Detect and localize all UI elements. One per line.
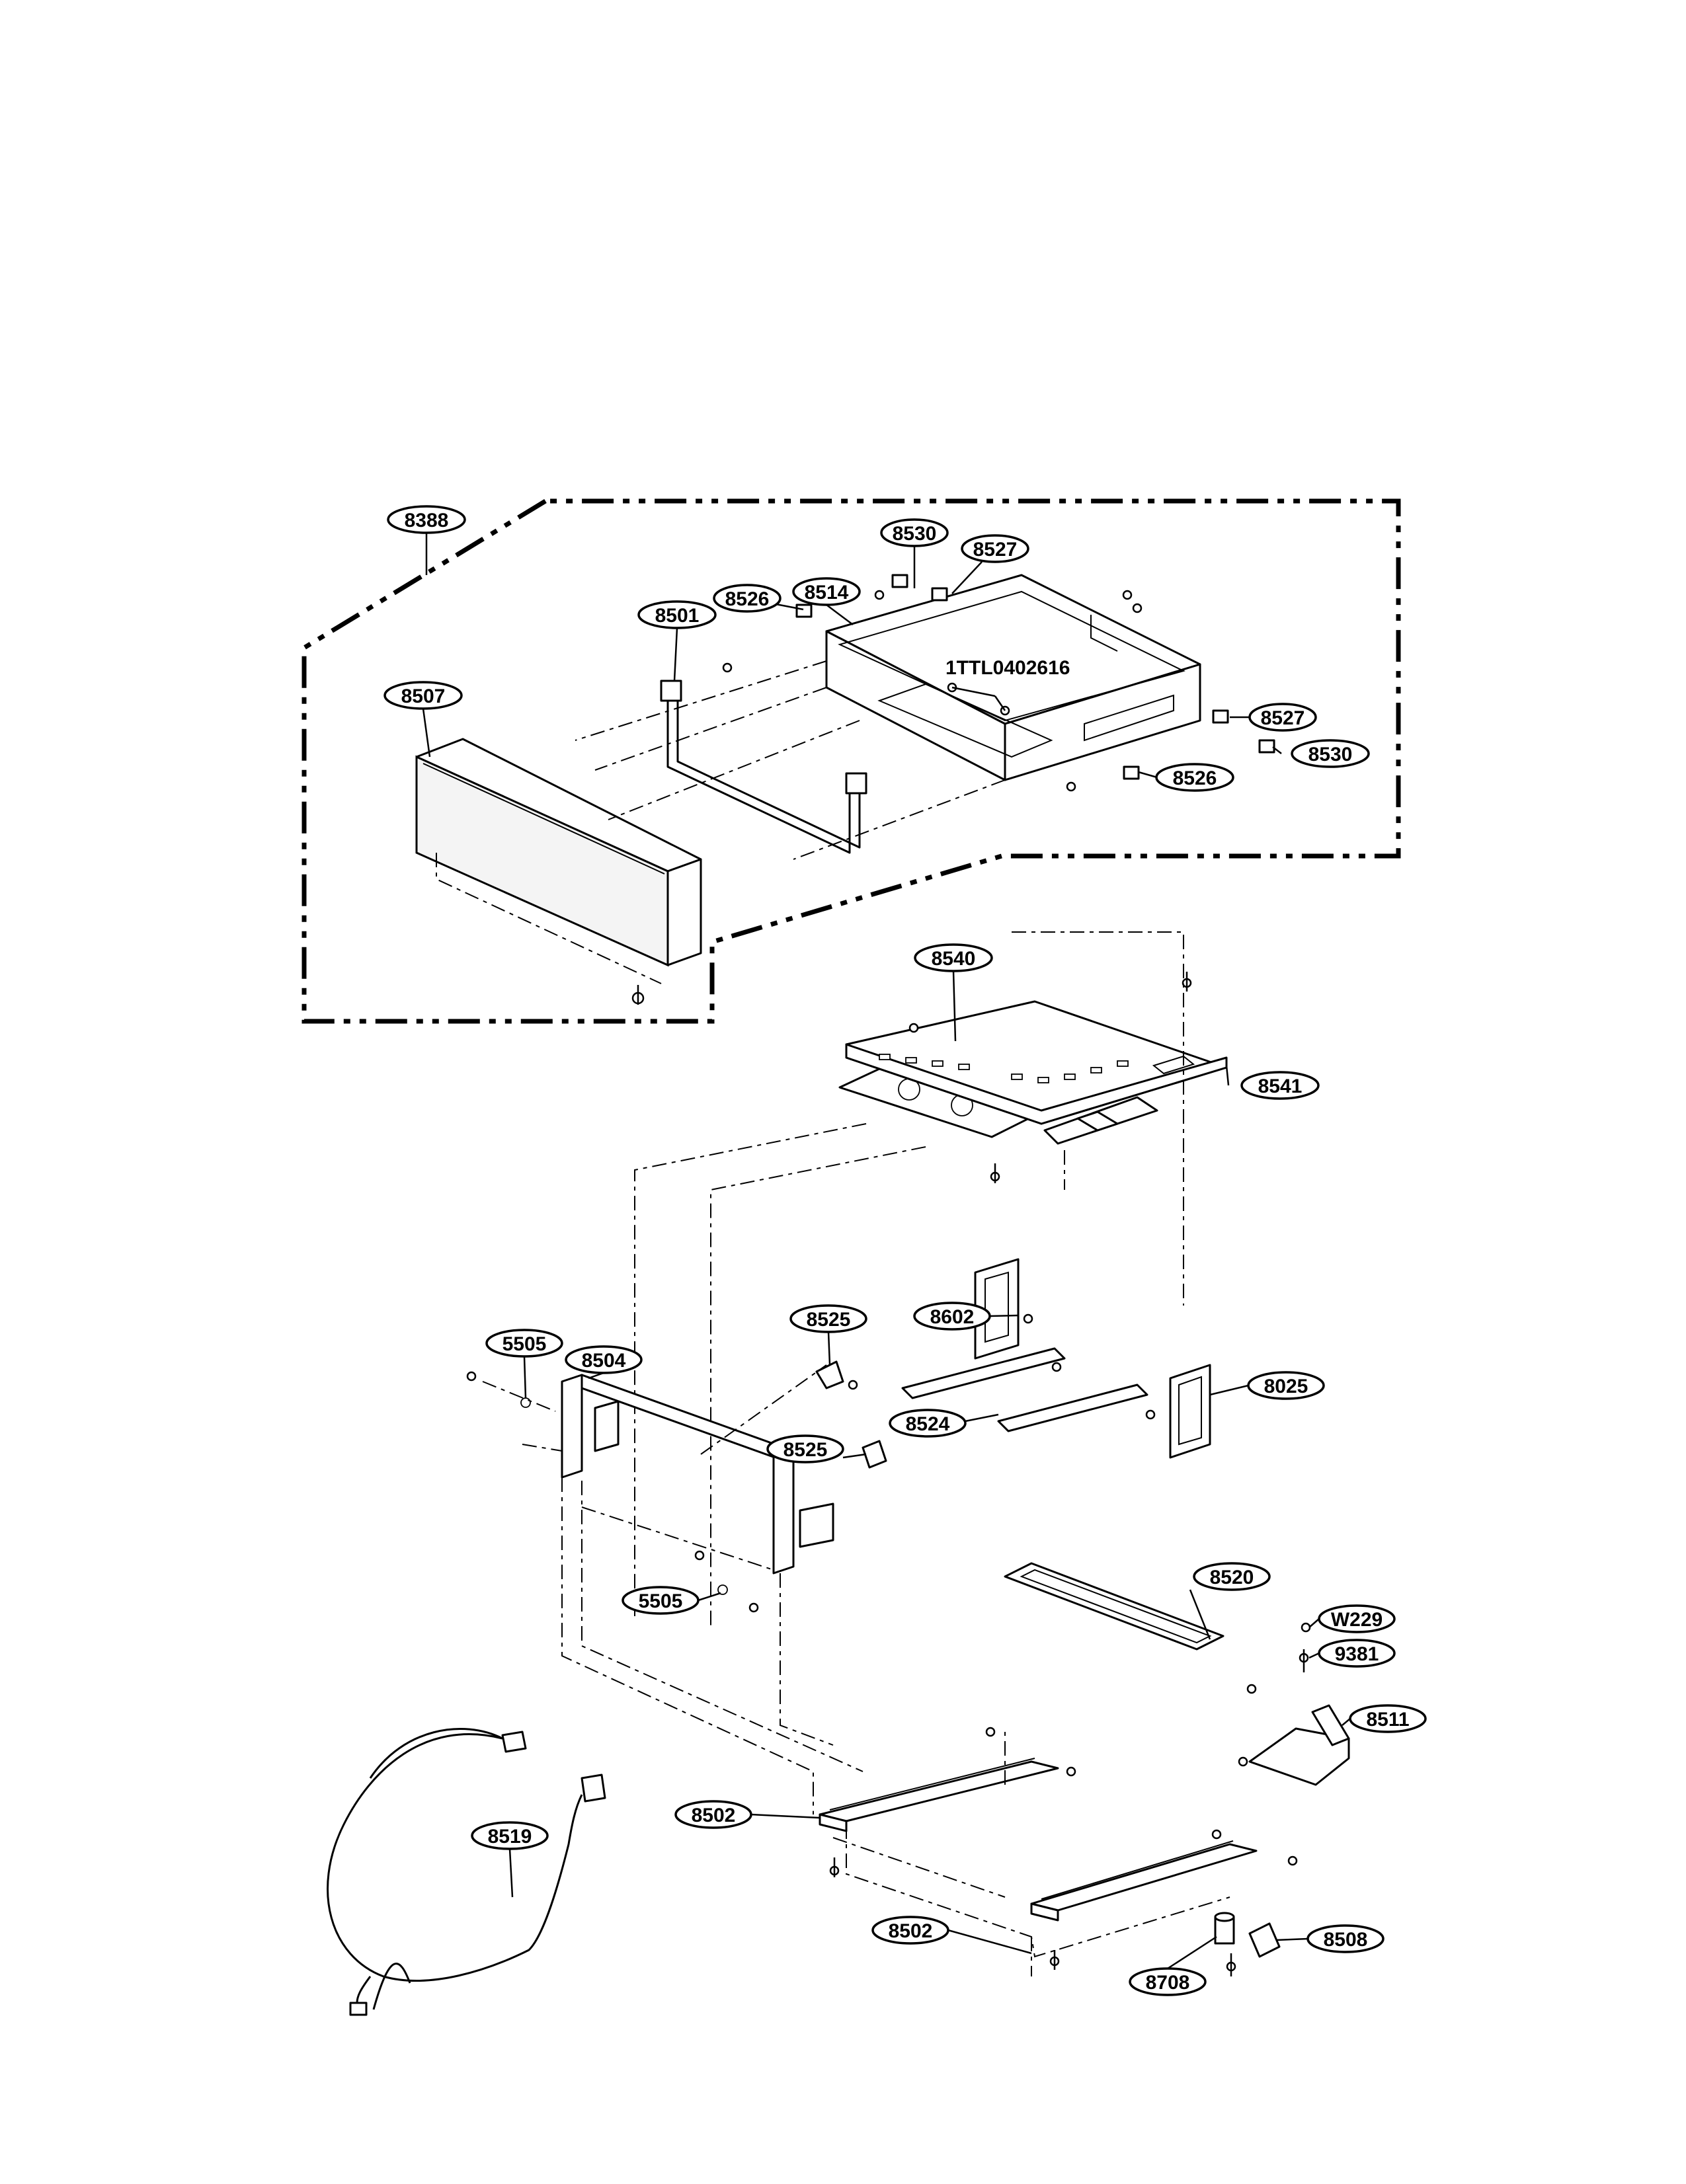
side-bracket	[901, 1347, 1148, 1432]
callout-9381: 9381	[1318, 1639, 1396, 1668]
callout-text: 8520	[1210, 1567, 1254, 1588]
callout-text: 5505	[639, 1590, 683, 1612]
lower-dash-lines	[561, 1477, 1230, 1976]
callout-8602: 8602	[913, 1302, 991, 1331]
callout-8530-top: 8530	[880, 518, 949, 547]
drawer-bracket-frame	[660, 680, 867, 854]
callout-text: 8530	[893, 523, 937, 545]
leveling-leg	[1214, 1912, 1281, 1976]
callout-8511: 8511	[1349, 1704, 1427, 1733]
callout-text: 8602	[930, 1306, 975, 1328]
wire-harness	[327, 1728, 606, 2016]
callout-8507: 8507	[383, 681, 463, 710]
callout-8527-top: 8527	[961, 534, 1029, 563]
rear-bracket-right	[1169, 1364, 1211, 1459]
drawer-tub	[575, 574, 1201, 860]
callout-8526-bottom: 8526	[1155, 763, 1234, 792]
callout-8525-bottom: 8525	[766, 1434, 844, 1463]
callout-8520: 8520	[1193, 1562, 1271, 1591]
corner-bracket	[1238, 1622, 1350, 1786]
front-frame	[522, 1374, 834, 1575]
callout-8708: 8708	[1129, 1967, 1207, 1996]
callout-8525-top: 8525	[789, 1304, 867, 1333]
slide-rail-rear	[1030, 1829, 1298, 1970]
callout-W229: W229	[1318, 1604, 1396, 1633]
callout-8524: 8524	[889, 1409, 967, 1438]
callout-8514: 8514	[792, 577, 861, 606]
callout-8502-bottom: 8502	[871, 1916, 949, 1945]
drawer-front-panel	[415, 738, 702, 984]
callout-text: 8514	[805, 582, 849, 604]
callout-8504: 8504	[565, 1345, 643, 1374]
callout-8526-top: 8526	[713, 584, 782, 613]
clip-brackets	[815, 1360, 887, 1469]
callout-text: 8525	[807, 1309, 851, 1331]
callout-8501: 8501	[637, 600, 717, 629]
callout-text: 8708	[1146, 1972, 1190, 1994]
leader-lines	[422, 533, 1351, 1970]
rear-channel	[1004, 1562, 1224, 1651]
callout-text: 8025	[1264, 1376, 1308, 1397]
callout-text: 9381	[1335, 1643, 1379, 1665]
callout-text: 8541	[1258, 1075, 1303, 1097]
callout-text: 8526	[725, 588, 770, 610]
callout-text: 8507	[401, 685, 446, 707]
callout-text: W229	[1331, 1609, 1383, 1631]
slide-rail-front	[819, 1727, 1076, 1877]
callout-8541: 8541	[1240, 1071, 1320, 1100]
callout-text: 8508	[1324, 1929, 1368, 1951]
drawer-fasteners	[631, 574, 1275, 1005]
callout-text: 8519	[488, 1826, 532, 1848]
callout-8508: 8508	[1306, 1924, 1385, 1953]
callout-8540: 8540	[914, 943, 993, 972]
callout-text: 8530	[1308, 744, 1353, 765]
callout-text: 8504	[582, 1350, 626, 1372]
callout-text: 8527	[1261, 707, 1305, 729]
callout-text: 8540	[932, 948, 976, 970]
callout-text: 5505	[502, 1333, 547, 1355]
callout-8527-right: 8527	[1248, 703, 1317, 732]
callout-8025: 8025	[1247, 1371, 1325, 1400]
middle-fasteners	[466, 1313, 1156, 1613]
rear-bracket-left	[974, 1258, 1020, 1360]
callout-text: 8525	[783, 1439, 828, 1461]
callout-text: 8511	[1366, 1709, 1409, 1731]
callout-text: 8527	[973, 539, 1018, 561]
callout-8502-left: 8502	[674, 1800, 752, 1829]
callout-text: 8526	[1173, 767, 1217, 789]
callout-text: 8524	[906, 1413, 950, 1435]
callout-8388: 8388	[387, 505, 466, 534]
callout-text: 8388	[405, 510, 449, 531]
callout-text: 8501	[655, 605, 700, 627]
callout-5505-top: 5505	[485, 1329, 563, 1358]
drawer-assembly-boundary	[301, 498, 1401, 1024]
callout-8519: 8519	[471, 1821, 549, 1850]
callout-8530-right: 8530	[1291, 739, 1370, 768]
callout-text: 8502	[692, 1805, 736, 1826]
callout-5505-bottom: 5505	[622, 1586, 700, 1615]
top-support-plate	[634, 931, 1228, 1626]
screw-code-label: 1TTL0402616	[945, 657, 1070, 679]
callout-text: 8502	[889, 1920, 933, 1942]
